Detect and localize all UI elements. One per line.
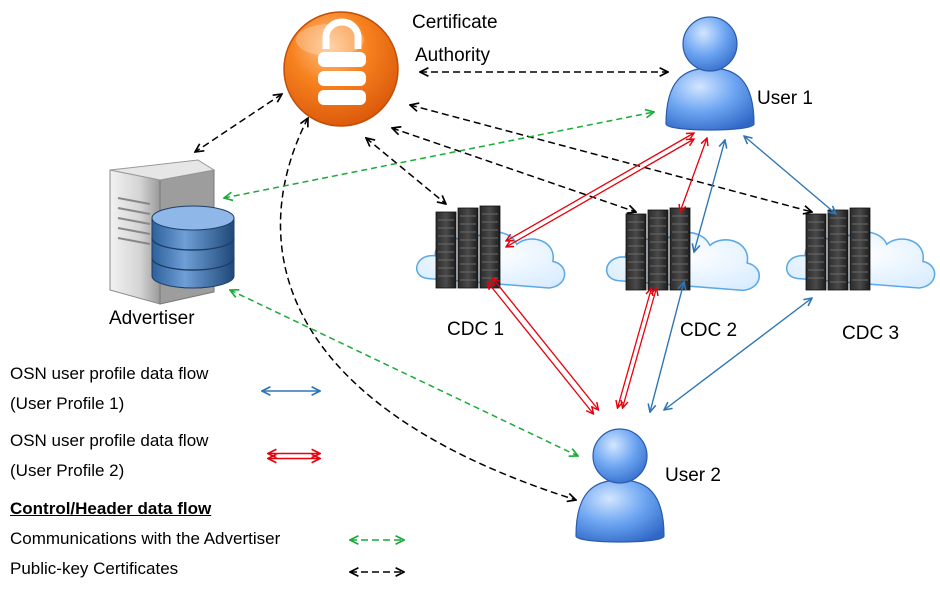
cdc3-cloud-icon [785, 207, 936, 291]
user1-label: User 1 [757, 88, 813, 109]
advertiser-user2-arrow [230, 290, 578, 456]
cdc1-label: CDC 1 [447, 319, 505, 340]
certificate-authority-icon [283, 11, 399, 127]
cdc3-label: CDC 3 [842, 323, 900, 344]
legend-arrows [262, 391, 404, 572]
advertiser-flow-arrows [224, 112, 654, 456]
cdc2-label: CDC 2 [680, 320, 738, 341]
legend-profile1-line2: (User Profile 1) [10, 394, 125, 413]
legend-profile1-line1: OSN user profile data flow [10, 364, 209, 383]
profile1-flow-arrows [650, 136, 836, 412]
user2-label: User 2 [665, 465, 721, 486]
advertiser-label: Advertiser [109, 308, 195, 329]
profile2-flow-arrows [488, 133, 708, 414]
cdc2-cloud-icon [605, 207, 761, 292]
cdc1-cloud-icon [415, 205, 566, 289]
user1-icon [665, 16, 755, 131]
legend-profile2-line2: (User Profile 2) [10, 461, 125, 480]
legend-profile2-line1: OSN user profile data flow [10, 431, 209, 450]
ca-advertiser-arrow [195, 94, 282, 152]
ca-cdc1-arrow [366, 138, 446, 204]
legend-certificates: Public-key Certificates [10, 559, 179, 578]
user2-icon [575, 428, 665, 543]
ca-label-line1: Certificate [412, 12, 498, 33]
legend-control-title: Control/Header data flow [10, 499, 212, 518]
legend-advertiser-comm: Communications with the Advertiser [10, 529, 281, 548]
ca-label-line2: Authority [415, 45, 490, 66]
advertiser-user1-arrow [224, 112, 654, 198]
advertiser-database-icon [151, 205, 235, 289]
